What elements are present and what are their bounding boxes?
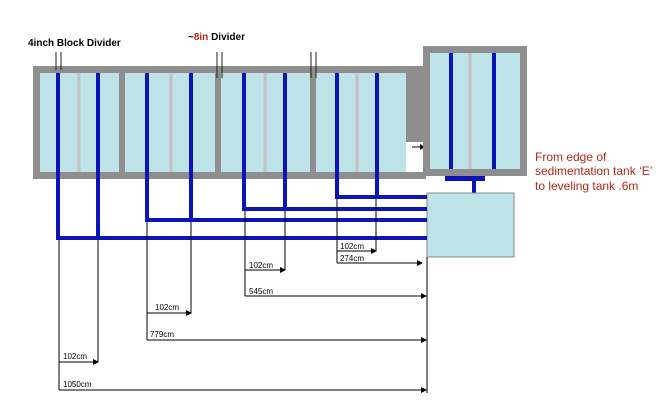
dim-label-274cm: 274cm	[340, 254, 364, 263]
dim-label-102cm-b: 102cm	[249, 261, 273, 270]
dim-label-779cm: 779cm	[150, 330, 174, 339]
flow-arrow	[412, 144, 425, 150]
gray-pipes	[77, 73, 359, 172]
dim-label-545cm: 545cm	[249, 287, 273, 296]
manifold-pipes	[56, 195, 427, 240]
dim-label-102cm-d: 102cm	[63, 352, 87, 361]
note-line-2: sedimentation tank ‘E’	[535, 164, 652, 178]
divider-suffix: Divider	[208, 32, 245, 43]
block-divider-label: 4inch Block Divider	[28, 38, 121, 49]
tank-cell-4	[316, 73, 406, 172]
dim-label-1050cm: 1050cm	[63, 380, 92, 389]
dim-label-102cm-c: 102cm	[155, 303, 179, 312]
collection-tank	[426, 192, 515, 258]
sedimentation-tank	[33, 66, 426, 179]
divider-value: 8in	[194, 32, 208, 43]
note-line-3: to leveling tank .6m	[535, 179, 638, 193]
tank-outlet-stub	[406, 142, 426, 172]
dim-label-102cm-a: 102cm	[340, 242, 364, 251]
leveling-tank-e	[423, 46, 527, 195]
blue-pipes-in-tank	[56, 73, 379, 240]
dimension-lines	[58, 199, 428, 393]
divider-label: ~8in Divider	[188, 32, 245, 43]
divider-markers	[55, 52, 317, 78]
divider-prefix: ~	[188, 32, 194, 43]
note-line-1: From edge of	[535, 150, 607, 164]
